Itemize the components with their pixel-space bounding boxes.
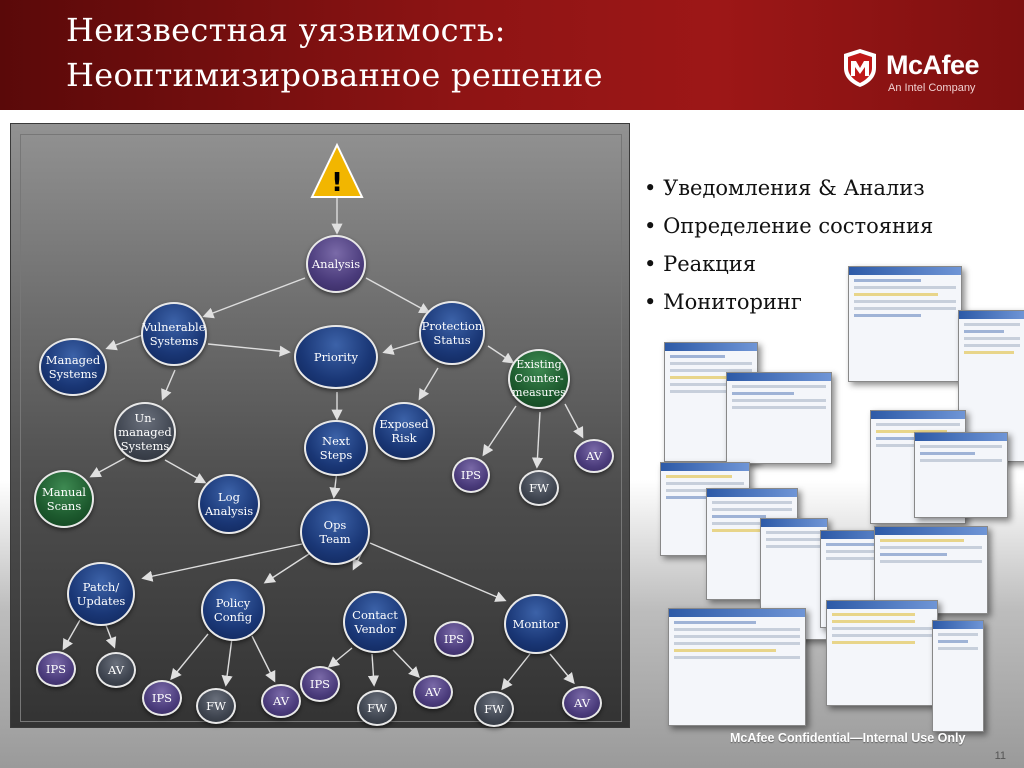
screenshot-thumbnail	[668, 608, 806, 726]
node-policy-config: Policy Config	[201, 579, 265, 641]
node-av-5: AV	[562, 686, 602, 720]
screenshot-thumbnail	[914, 432, 1008, 518]
node-ips-3: IPS	[36, 651, 76, 687]
screenshot-thumbnail	[826, 600, 938, 706]
node-exposed-risk: Exposed Risk	[373, 402, 435, 460]
bullet-item: Уведомления & Анализ	[644, 172, 933, 210]
node-managed-systems: Managed Systems	[39, 338, 107, 396]
node-fw-3: FW	[357, 690, 397, 726]
node-ops-team: Ops Team	[300, 499, 370, 565]
node-priority: Priority	[294, 325, 378, 389]
node-av-2: AV	[96, 652, 136, 688]
node-patch-updates: Patch/ Updates	[67, 562, 135, 626]
node-fw-1: FW	[519, 470, 559, 506]
node-fw-2: FW	[196, 688, 236, 724]
node-next-steps: Next Steps	[304, 420, 368, 476]
page-number: 11	[995, 750, 1006, 762]
node-contact-vendor: Contact Vendor	[343, 591, 407, 653]
screenshot-thumbnail	[932, 620, 984, 732]
node-manual-scans: Manual Scans	[34, 470, 94, 528]
node-log-analysis: Log Analysis	[198, 474, 260, 534]
bullet-item: Определение состояния	[644, 210, 933, 248]
screenshot-thumbnail	[726, 372, 832, 464]
screenshot-collage	[630, 260, 1024, 740]
warning-icon: !	[312, 145, 362, 198]
node-av-1: AV	[574, 439, 614, 473]
node-analysis: Analysis	[306, 235, 366, 293]
node-ips-4: IPS	[142, 680, 182, 716]
node-existing-countermeasures: Existing Counter- measures	[508, 349, 570, 409]
node-vulnerable-systems: Vulnerable Systems	[141, 302, 207, 366]
node-av-3: AV	[261, 684, 301, 718]
svg-text:!: !	[331, 168, 343, 198]
confidential-footer: McAfee Confidential—Internal Use Only	[730, 731, 965, 745]
node-ips-1: IPS	[452, 457, 490, 493]
node-monitor: Monitor	[504, 594, 568, 654]
node-ips-5: IPS	[300, 666, 340, 702]
node-unmanaged-systems: Un- managed Systems	[114, 402, 176, 462]
node-av-4: AV	[413, 675, 453, 709]
node-protection-status: Protection Status	[419, 301, 485, 365]
screenshot-thumbnail	[848, 266, 962, 382]
node-fw-4: FW	[474, 691, 514, 727]
node-ips-2: IPS	[434, 621, 474, 657]
